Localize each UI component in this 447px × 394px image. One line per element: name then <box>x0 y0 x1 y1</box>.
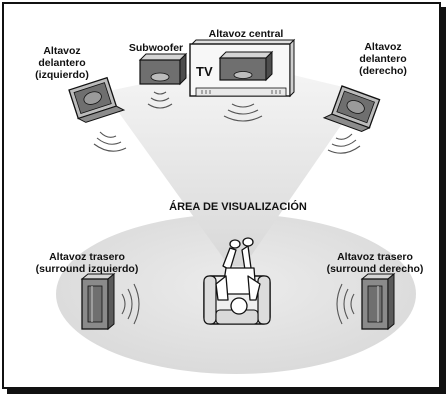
front-sound-beam <box>104 74 364 266</box>
listener-person <box>215 237 261 315</box>
center-speaker-label: Altavoz central <box>209 28 284 40</box>
tv-label: TV <box>196 64 213 79</box>
front-right-label-line2: delantero <box>359 53 406 65</box>
rear-right-speaker <box>360 272 396 331</box>
front-left-label-line3: (izquierdo) <box>35 69 89 81</box>
rear-left-label-line2: (surround izquierdo) <box>36 263 139 275</box>
front-right-label-line1: Altavoz <box>364 41 401 53</box>
subwoofer-speaker <box>138 52 188 86</box>
front-left-label-line1: Altavoz <box>43 45 80 57</box>
rear-left-label-line1: Altavoz trasero <box>49 251 125 263</box>
front-left-sound-waves-icon <box>93 131 127 152</box>
center-sound-waves-icon <box>223 103 263 122</box>
viewing-area-label: ÁREA DE VISUALIZACIÓN <box>169 200 307 213</box>
diagram-frame: Altavoz delantero (izquierdo) Subwoofer … <box>2 2 441 389</box>
front-right-sound-waves-icon <box>327 133 361 154</box>
subwoofer-sound-waves-icon <box>147 91 173 109</box>
front-right-speaker <box>322 85 381 132</box>
rear-left-speaker <box>80 272 116 331</box>
front-left-label-line2: delantero <box>38 57 85 69</box>
rear-left-sound-waves-icon <box>121 283 140 325</box>
center-speaker <box>218 50 274 82</box>
front-right-label-line3: (derecho) <box>359 65 407 77</box>
rear-right-label-line1: Altavoz trasero <box>337 251 413 263</box>
speaker-layout-diagram: Altavoz delantero (izquierdo) Subwoofer … <box>35 28 424 374</box>
rear-right-label-line2: (surround derecho) <box>327 263 424 275</box>
rear-right-sound-waves-icon <box>336 283 355 325</box>
subwoofer-label: Subwoofer <box>129 42 183 54</box>
front-left-speaker <box>68 76 126 123</box>
